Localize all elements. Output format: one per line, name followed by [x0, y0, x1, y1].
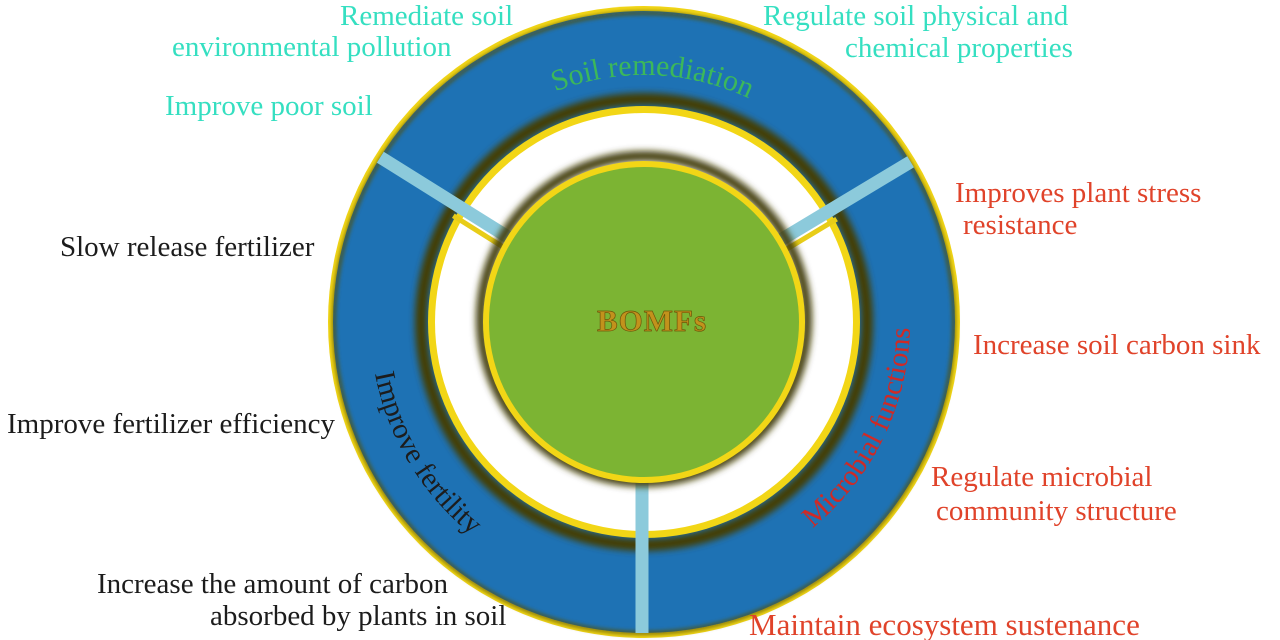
callout-carbon-absorbed-line-2: absorbed by plants in soil [210, 600, 507, 632]
center-green-circle [489, 167, 799, 477]
callout-regulate-soil-line-2: chemical properties [845, 32, 1073, 64]
callout-carbon-sink: Increase soil carbon sink [973, 329, 1261, 361]
callout-slow-release-fertilizer: Slow release fertilizer [60, 231, 315, 263]
callout-remediate-line-1: Remediate soil [340, 0, 514, 32]
callout-plant-stress-line-2: resistance [963, 209, 1078, 241]
center-label: BOMFs [597, 303, 707, 338]
callout-microbial-community-line-1: Regulate microbial [931, 461, 1153, 493]
callout-ecosystem-sustenance: Maintain ecosystem sustenance [749, 607, 1140, 640]
divider-upper-right [767, 156, 914, 252]
callout-regulate-soil-line-1: Regulate soil physical and [763, 0, 1069, 32]
callout-carbon-absorbed-line-1: Increase the amount of carbon [97, 568, 449, 600]
callout-fertilizer-efficiency: Improve fertilizer efficiency [7, 408, 335, 440]
callout-improve-poor-soil: Improve poor soil [165, 90, 373, 122]
callout-plant-stress-line-1: Improves plant stress [955, 177, 1202, 209]
divider-upper-left [376, 151, 522, 250]
callout-remediate-line-2: environmental pollution [172, 31, 452, 63]
callout-microbial-community-line-2: community structure [936, 495, 1177, 527]
